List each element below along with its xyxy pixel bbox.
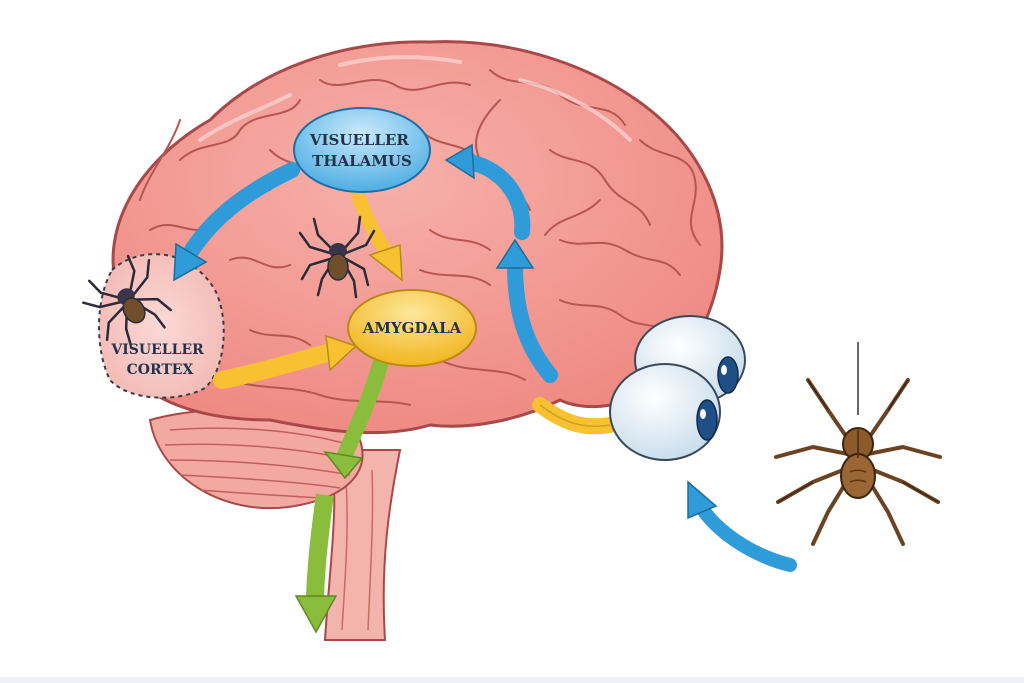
- amygdala-label: AMYGDALA: [362, 319, 462, 337]
- arrow-icon: [315, 495, 325, 598]
- arrow-icon: [700, 505, 790, 565]
- visual-thalamus-node: [294, 108, 430, 192]
- eye-icon: [610, 364, 720, 460]
- bottom-bar: [0, 677, 1024, 683]
